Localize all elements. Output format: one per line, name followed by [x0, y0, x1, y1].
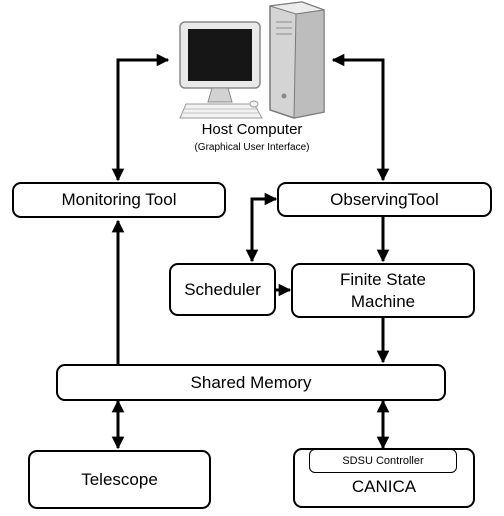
host-computer-title: Host Computer — [201, 121, 303, 138]
telescope-box: Telescope — [28, 450, 211, 509]
scheduler-label: Scheduler — [184, 279, 261, 299]
finite-state-machine-box: Finite State Machine — [291, 263, 475, 318]
sdsu-controller-box: SDSU Controller — [309, 449, 457, 473]
fsm-label-line2: Machine — [350, 291, 416, 311]
arrow-host-observing — [331, 53, 390, 182]
canica-label: CANICA — [351, 476, 417, 496]
arrow-host-monitoring — [111, 53, 170, 182]
observing-tool-label: ObservingTool — [330, 189, 439, 209]
observing-tool-box: ObservingTool — [277, 182, 492, 217]
shared-memory-label: Shared Memory — [190, 372, 312, 392]
keyboard-icon — [179, 103, 263, 119]
sdsu-controller-label: SDSU Controller — [342, 455, 424, 467]
shared-memory-box: Shared Memory — [56, 364, 446, 401]
scheduler-box: Scheduler — [169, 263, 276, 316]
host-computer-subtitle: (Graphical User Interface) — [194, 142, 310, 153]
tower-case-icon — [269, 1, 325, 119]
telescope-label: Telescope — [81, 469, 158, 489]
arrow-observing-scheduler — [245, 192, 278, 263]
computer-monitor-icon — [179, 21, 261, 103]
monitoring-tool-box: Monitoring Tool — [12, 182, 226, 218]
fsm-label-line1: Finite State — [340, 270, 426, 290]
mouse-icon — [249, 100, 259, 108]
monitoring-tool-label: Monitoring Tool — [61, 190, 177, 210]
